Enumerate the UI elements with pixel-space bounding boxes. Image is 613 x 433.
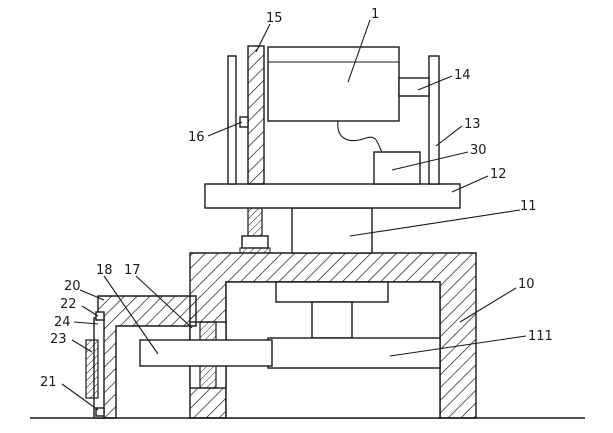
- callout-17: 17: [124, 263, 141, 278]
- callout-111: 111: [528, 329, 553, 344]
- callout-14: 14: [454, 68, 471, 83]
- callout-15: 15: [266, 11, 283, 26]
- inner-top-block: [275, 281, 389, 303]
- callout-1: 1: [371, 7, 379, 22]
- left-upright: [227, 55, 237, 185]
- callout-13: 13: [464, 117, 481, 132]
- cable: [337, 120, 383, 153]
- small-bolt: [95, 311, 105, 321]
- side-plate: [247, 45, 265, 185]
- slide-bar: [139, 339, 273, 367]
- controller-box: [373, 151, 421, 185]
- screw-nut: [241, 235, 269, 249]
- callout-22: 22: [60, 297, 77, 312]
- callout-10: 10: [518, 277, 535, 292]
- bottom-bolt: [95, 407, 105, 417]
- callout-18: 18: [96, 263, 113, 278]
- callout-30: 30: [470, 143, 487, 158]
- callout-11: 11: [520, 199, 537, 214]
- support-column: [291, 207, 373, 254]
- leader-lines: [61, 19, 527, 411]
- callout-24: 24: [54, 315, 71, 330]
- motor-body: [267, 46, 400, 122]
- inner-post: [311, 301, 353, 339]
- callout-20: 20: [64, 279, 81, 294]
- nut-pad: [239, 247, 271, 254]
- callout-21: 21: [40, 375, 57, 390]
- lead-screw: [247, 207, 263, 237]
- slider-rail: [267, 337, 441, 369]
- callout-16: 16: [188, 130, 205, 145]
- adjust-knob: [239, 116, 249, 128]
- callout-23: 23: [50, 332, 67, 347]
- motor-shaft: [398, 77, 430, 97]
- friction-block: [85, 339, 99, 399]
- right-upright: [428, 55, 440, 185]
- callout-12: 12: [490, 167, 507, 182]
- platform: [204, 183, 461, 209]
